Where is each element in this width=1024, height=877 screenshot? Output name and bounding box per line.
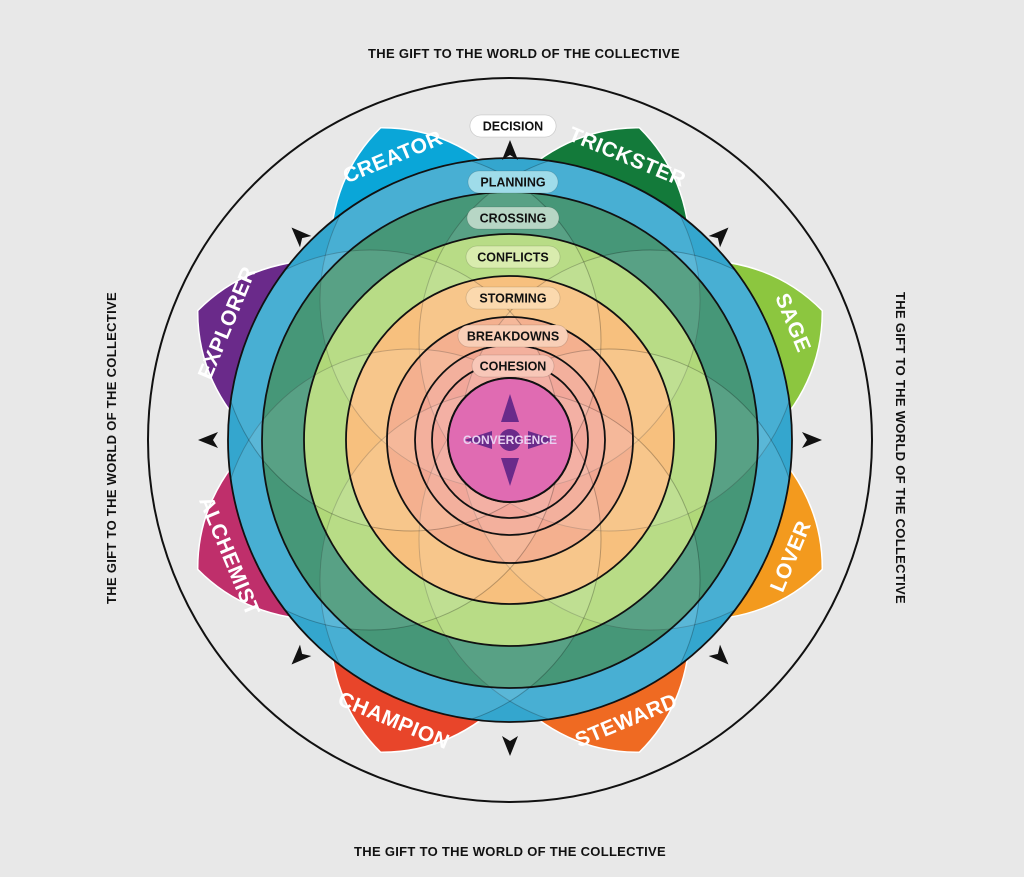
direction-arrow-icon <box>291 644 312 665</box>
stage-pill-conflicts: CONFLICTS <box>465 245 561 269</box>
stage-pill-decision: DECISION <box>469 114 557 138</box>
caption-left: THE GIFT TO THE WORLD OF THE COLLECTIVE <box>104 292 119 604</box>
stage-pill-breakdowns: BREAKDOWNS <box>457 324 569 348</box>
convergence-label: CONVERGENCE <box>463 433 557 447</box>
outer-boundary-ring <box>147 77 873 803</box>
stage-label: DECISION <box>483 120 543 134</box>
ring-outline <box>227 157 793 723</box>
stage-label: CROSSING <box>480 212 547 226</box>
direction-arrow-icon <box>708 644 729 665</box>
direction-arrow-icon <box>291 227 312 248</box>
stage-pill-planning: PLANNING <box>467 170 559 194</box>
direction-arrow-icon <box>198 432 218 448</box>
stage-pill-cohesion: COHESION <box>471 354 555 378</box>
convergence-arrows-icon <box>464 394 556 486</box>
center-hub <box>499 429 521 451</box>
ring-outline <box>303 233 717 647</box>
stage-label: CONFLICTS <box>477 251 549 265</box>
caption-bottom: THE GIFT TO THE WORLD OF THE COLLECTIVE <box>354 844 666 859</box>
ring-outline <box>386 316 634 564</box>
center-arrow-icon <box>501 394 519 422</box>
stage-pills: DECISION PLANNING CROSSING CONFLICTS STORMIN… <box>457 114 569 378</box>
direction-arrow-icon <box>502 140 518 160</box>
direction-arrow-icon <box>502 736 518 756</box>
direction-arrow-icon <box>802 432 822 448</box>
direction-arrows <box>198 140 822 756</box>
caption-top: THE GIFT TO THE WORLD OF THE COLLECTIVE <box>368 46 680 61</box>
stage-label: PLANNING <box>480 176 545 190</box>
center-arrow-icon <box>501 458 519 486</box>
direction-arrow-icon <box>708 227 729 248</box>
stage-label: STORMING <box>479 292 546 306</box>
stage-label: BREAKDOWNS <box>467 330 559 344</box>
stage-pill-storming: STORMING <box>465 286 561 310</box>
caption-right: THE GIFT TO THE WORLD OF THE COLLECTIVE <box>893 292 908 604</box>
stage-pill-crossing: CROSSING <box>466 206 560 230</box>
ring-outline <box>345 275 675 605</box>
stage-label: COHESION <box>480 360 547 374</box>
center-arrow-icon <box>528 431 556 449</box>
center-arrow-icon <box>464 431 492 449</box>
